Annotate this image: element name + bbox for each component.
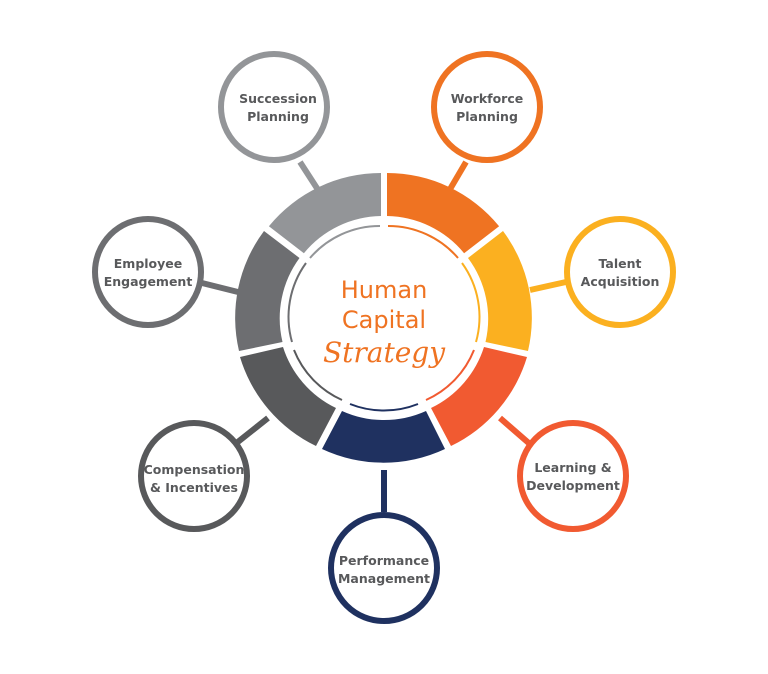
node-employee-engagement[interactable]: Employee Engagement <box>92 216 204 328</box>
node-circle <box>431 51 543 163</box>
node-learning-development[interactable]: Learning & Development <box>517 420 629 532</box>
center-title-line1: Human <box>341 276 428 304</box>
segment-performance-management[interactable] <box>322 411 445 463</box>
node-succession-planning[interactable]: Succession Planning <box>218 51 330 163</box>
segment-learning-development[interactable] <box>431 347 527 446</box>
node-label-line2: & Incentives <box>150 480 238 495</box>
segment-succession-planning[interactable] <box>268 173 381 254</box>
node-workforce-planning[interactable]: Workforce Planning <box>431 51 543 163</box>
node-label-line2: Management <box>338 571 430 586</box>
node-circle <box>517 420 629 532</box>
node-circle <box>328 512 440 624</box>
node-label-line1: Compensation <box>144 462 245 477</box>
center-title-line2: Capital <box>342 306 426 334</box>
node-label-line2: Planning <box>456 109 518 124</box>
segment-talent-acquisition[interactable] <box>468 231 532 351</box>
node-talent-acquisition[interactable]: Talent Acquisition <box>564 216 676 328</box>
node-label-line1: Performance <box>339 553 429 568</box>
wheel <box>235 173 532 463</box>
node-label-line1: Employee <box>114 256 183 271</box>
center-title: Human Capital Strategy <box>323 276 446 369</box>
node-label-line2: Engagement <box>104 274 193 289</box>
node-label-line1: Succession <box>239 91 317 106</box>
segment-employee-engagement[interactable] <box>235 231 300 351</box>
segment-compensation-incentives[interactable] <box>240 347 336 446</box>
node-circle <box>92 216 204 328</box>
node-compensation-incentives[interactable]: Compensation & Incentives <box>138 420 250 532</box>
inner-ring <box>287 224 481 412</box>
node-performance-management[interactable]: Performance Management <box>328 512 440 624</box>
node-label-line1: Learning & <box>534 460 611 475</box>
connector-learning-development <box>498 415 533 448</box>
segment-workforce-planning[interactable] <box>387 173 500 254</box>
node-label-line2: Acquisition <box>581 274 660 289</box>
node-circle <box>564 216 676 328</box>
node-circle <box>138 420 250 532</box>
connector-employee-engagement <box>201 280 239 295</box>
node-label-line2: Planning <box>247 109 309 124</box>
node-label-line1: Talent <box>599 256 642 271</box>
node-label-line2: Development <box>526 478 620 493</box>
connector-compensation-incentives <box>232 415 270 448</box>
connector-talent-acquisition <box>529 279 567 293</box>
node-label-line1: Workforce <box>451 91 524 106</box>
center-title-line3: Strategy <box>323 336 446 369</box>
node-circle <box>218 51 330 163</box>
